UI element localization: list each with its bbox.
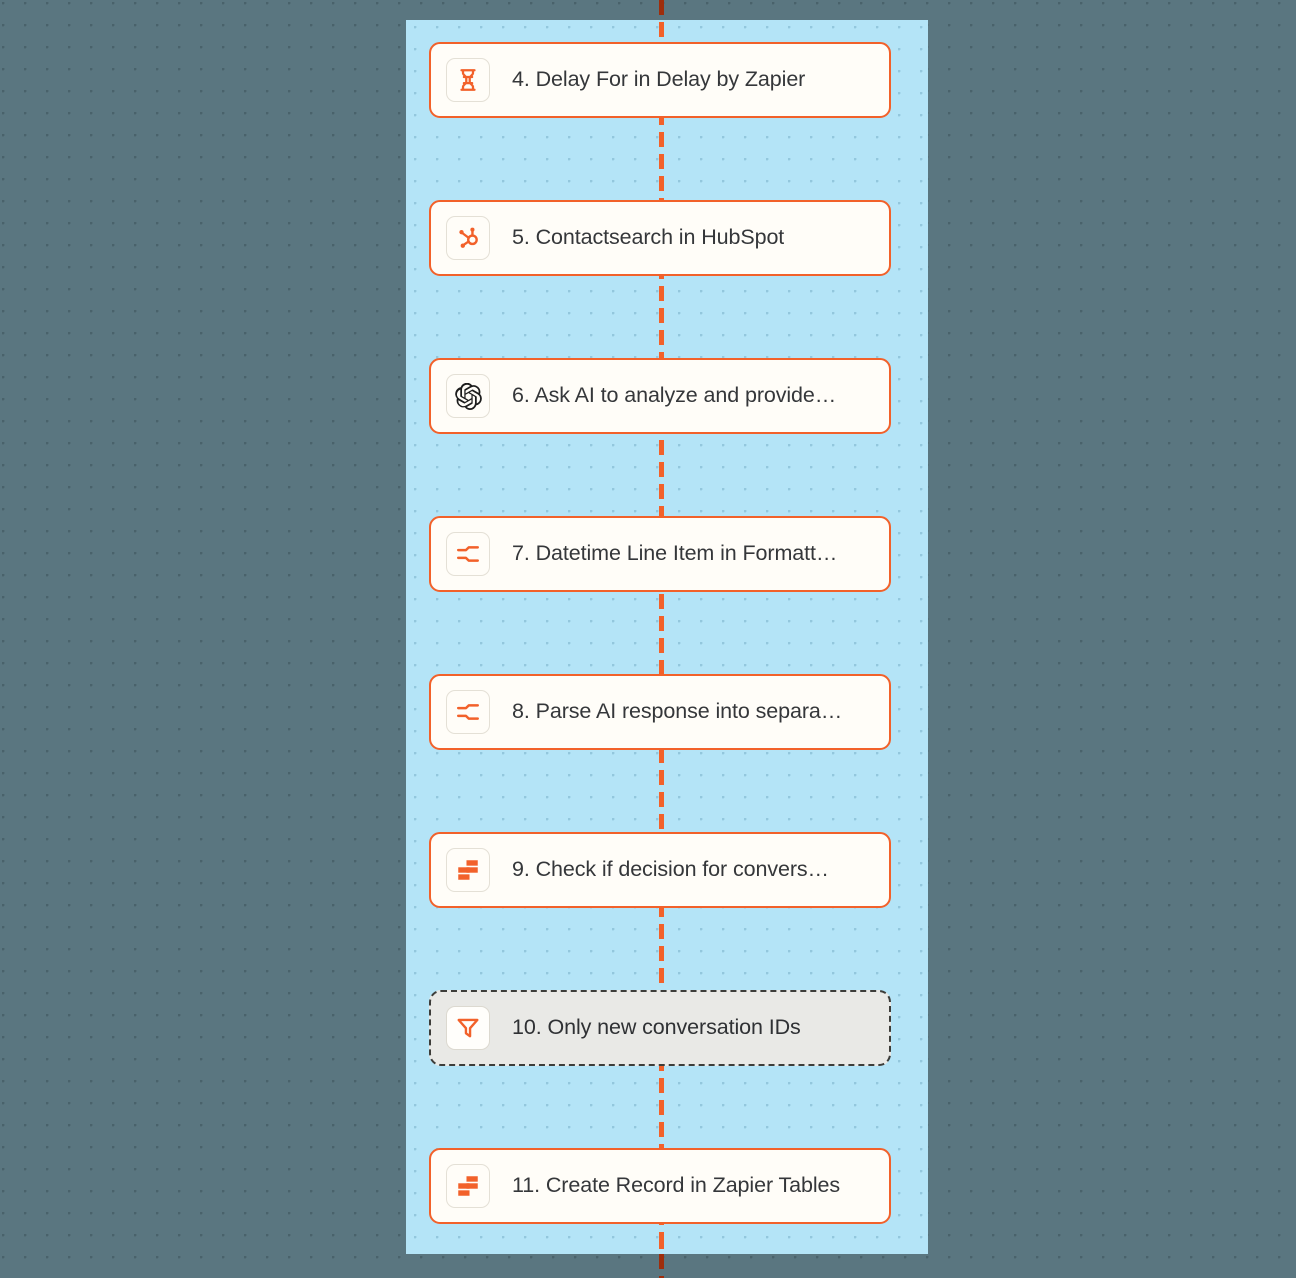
step-card-7[interactable]: 7. Datetime Line Item in Formatt… <box>429 516 891 592</box>
step-label: 9. Check if decision for convers… <box>512 857 829 882</box>
filter-icon-tile <box>446 1006 490 1050</box>
step-card-5[interactable]: 5. Contactsearch in HubSpot <box>429 200 891 276</box>
hourglass-icon <box>460 69 476 91</box>
formatter-icon <box>457 704 479 720</box>
hubspot-icon-tile <box>446 216 490 260</box>
zapier-tables-icon-tile <box>446 848 490 892</box>
step-label: 4. Delay For in Delay by Zapier <box>512 67 806 92</box>
filter-icon <box>457 1018 479 1038</box>
step-label: 8. Parse AI response into separa… <box>512 699 843 724</box>
zapier-tables-icon <box>458 860 478 880</box>
connector-line-path <box>659 20 664 1254</box>
step-label: 7. Datetime Line Item in Formatt… <box>512 541 838 566</box>
step-card-9[interactable]: 9. Check if decision for convers… <box>429 832 891 908</box>
hubspot-icon <box>459 227 478 248</box>
formatter-icon-tile <box>446 690 490 734</box>
hourglass-icon-tile <box>446 58 490 102</box>
step-card-8[interactable]: 8. Parse AI response into separa… <box>429 674 891 750</box>
step-card-10[interactable]: 10. Only new conversation IDs <box>429 990 891 1066</box>
openai-icon-tile <box>446 374 490 418</box>
step-label: 6. Ask AI to analyze and provide… <box>512 383 837 408</box>
step-label: 11. Create Record in Zapier Tables <box>512 1173 841 1198</box>
step-card-4[interactable]: 4. Delay For in Delay by Zapier <box>429 42 891 118</box>
formatter-icon-tile <box>446 532 490 576</box>
formatter-icon <box>457 546 479 562</box>
step-card-6[interactable]: 6. Ask AI to analyze and provide… <box>429 358 891 434</box>
step-label: 10. Only new conversation IDs <box>512 1015 801 1040</box>
step-card-11[interactable]: 11. Create Record in Zapier Tables <box>429 1148 891 1224</box>
zapier-tables-icon-tile <box>446 1164 490 1208</box>
step-label: 5. Contactsearch in HubSpot <box>512 225 785 250</box>
zapier-tables-icon <box>458 1176 478 1196</box>
openai-icon <box>454 382 482 410</box>
